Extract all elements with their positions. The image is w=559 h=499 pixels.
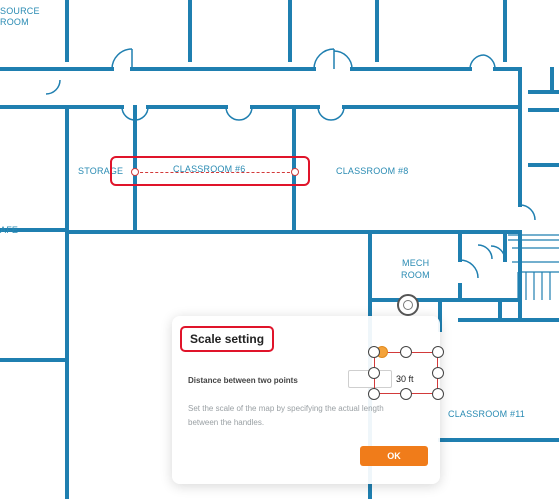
distance-value: 30 ft xyxy=(396,374,414,384)
help-text: Set the scale of the map by specifying t… xyxy=(188,404,384,427)
scale-handle-end[interactable] xyxy=(291,168,299,176)
handle-middle-right[interactable] xyxy=(432,367,444,379)
handle-top-middle[interactable] xyxy=(400,346,412,358)
rotate-icon[interactable] xyxy=(397,294,419,316)
scale-line-highlight xyxy=(110,156,310,186)
scale-setting-dialog: Scale setting Distance between two point… xyxy=(172,316,440,484)
ok-button[interactable]: OK xyxy=(360,446,428,466)
room-label-classroom-6: CLASSROOM #6 xyxy=(173,164,246,174)
distance-label: Distance between two points xyxy=(188,376,298,385)
room-label-mech-line2: ROOM xyxy=(401,270,430,280)
handle-middle-left[interactable] xyxy=(368,367,380,379)
handle-bottom-middle[interactable] xyxy=(400,388,412,400)
scale-handle-start[interactable] xyxy=(131,168,139,176)
room-label-cafe: AFE xyxy=(0,225,19,235)
room-label-mech-line1: MECH xyxy=(402,258,430,268)
room-label-classroom-8: CLASSROOM #8 xyxy=(336,166,409,176)
room-label-resource-line1: SOURCE xyxy=(0,6,40,16)
handle-bottom-left[interactable] xyxy=(368,388,380,400)
handle-top-right[interactable] xyxy=(432,346,444,358)
handle-top-left[interactable] xyxy=(368,346,380,358)
room-label-classroom-11: CLASSROOM #11 xyxy=(448,409,525,419)
room-label-resource-line2: ROOM xyxy=(0,17,29,27)
room-label-storage: STORAGE xyxy=(78,166,124,176)
scale-measure-line xyxy=(135,172,295,173)
dialog-title: Scale setting xyxy=(180,326,275,352)
handle-bottom-right[interactable] xyxy=(432,388,444,400)
